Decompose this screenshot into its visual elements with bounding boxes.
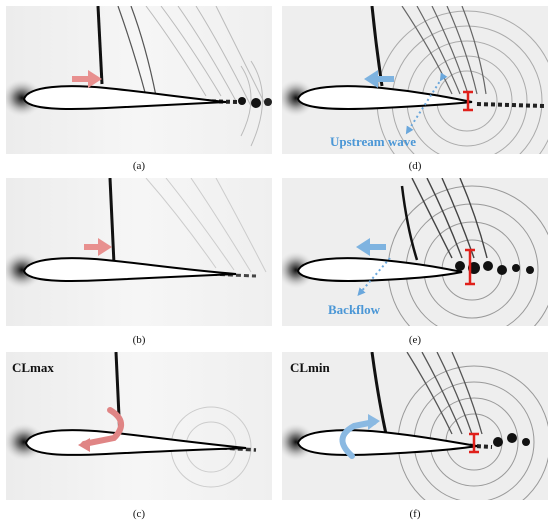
- clmax-label: CLmax: [12, 360, 54, 375]
- clmin-label: CLmin: [290, 360, 330, 375]
- panel-e: Backflow: [282, 178, 548, 326]
- caption-f: (f): [409, 508, 421, 520]
- panel-d: Upstream wave: [282, 6, 548, 154]
- caption-d: (d): [408, 160, 422, 172]
- panel-f: CLmin: [282, 352, 548, 500]
- caption-b: (b): [132, 334, 146, 346]
- panel-a: [6, 6, 272, 154]
- upstream-wave-label: Upstream wave: [330, 134, 417, 149]
- panel-c: CLmax: [6, 352, 272, 500]
- caption-c: (c): [132, 508, 146, 520]
- panel-b: [6, 178, 272, 326]
- caption-e: (e): [408, 334, 422, 346]
- backflow-label: Backflow: [328, 302, 380, 317]
- caption-a: (a): [132, 160, 146, 172]
